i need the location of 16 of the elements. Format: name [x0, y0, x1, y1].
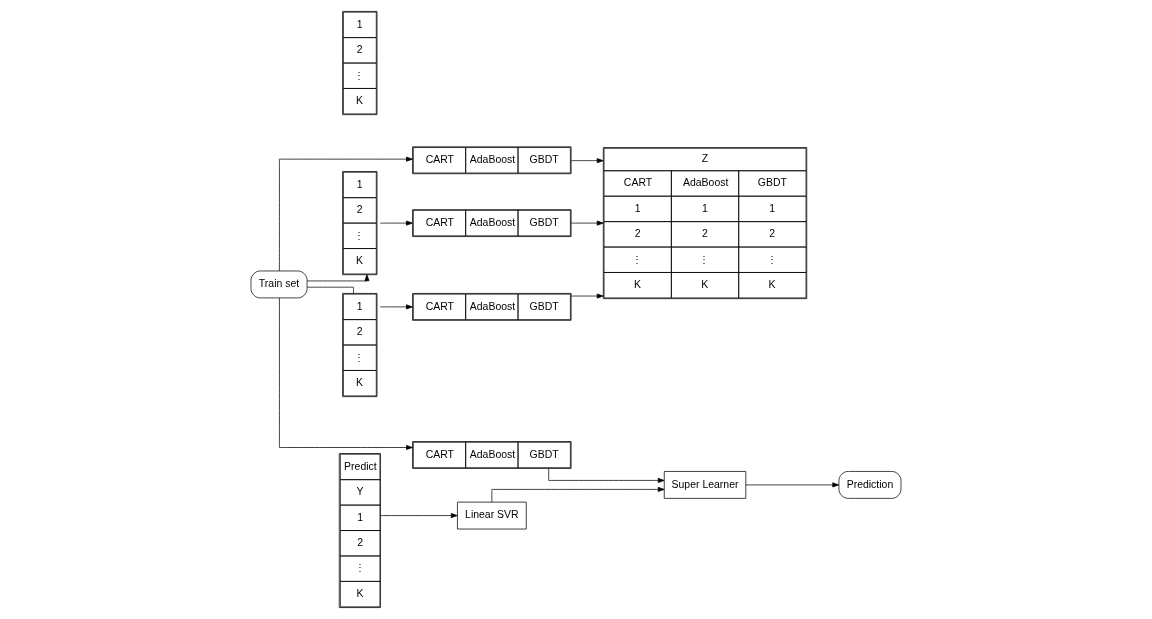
node-box: Train set — [250, 270, 308, 299]
arrow — [306, 274, 370, 282]
arrow — [570, 158, 604, 164]
arrow — [745, 482, 840, 488]
arrow — [570, 220, 604, 226]
node-box: Linear SVR — [457, 501, 527, 530]
arrow — [570, 293, 604, 299]
arrow — [279, 297, 413, 450]
arrow — [548, 468, 665, 483]
node-box: Prediction — [838, 471, 902, 499]
connector — [306, 286, 354, 294]
arrow — [380, 513, 458, 519]
arrow — [379, 220, 413, 226]
arrow — [279, 156, 413, 272]
arrow — [379, 304, 413, 310]
node-box: Super Learner — [663, 471, 747, 499]
